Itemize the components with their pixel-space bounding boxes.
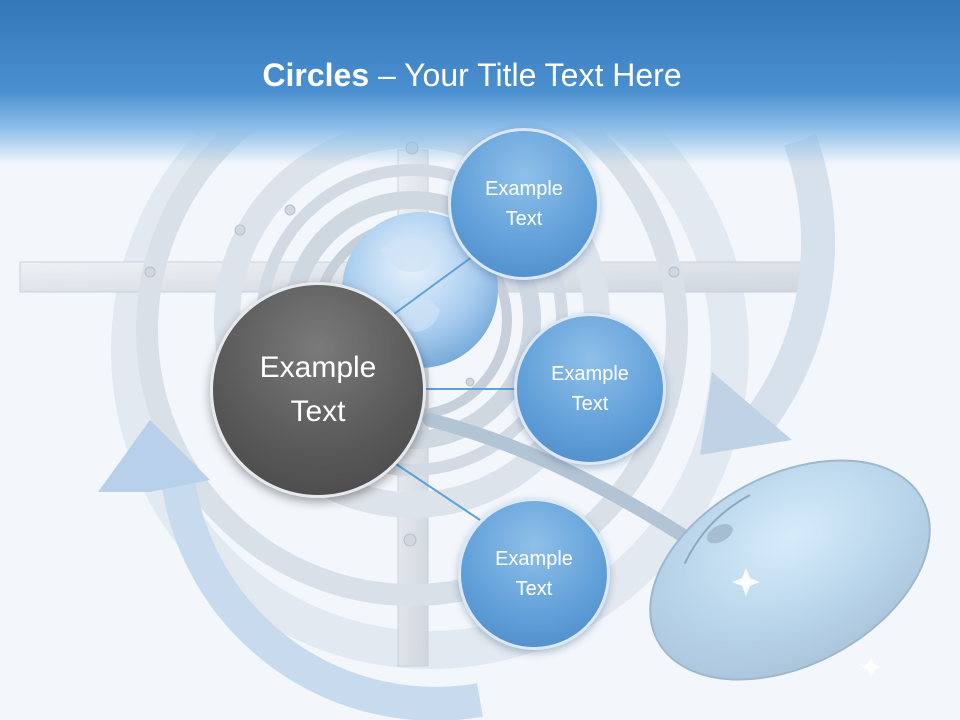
satellite-circle-label: Example Text <box>495 548 573 600</box>
title-bold: Circles <box>262 57 370 93</box>
satellite-circle-label: Example Text <box>551 363 629 415</box>
satellite-circle-2[interactable]: Example Text <box>514 313 666 465</box>
connector-line-3 <box>395 463 481 521</box>
connector-line-1 <box>393 253 477 315</box>
main-circle[interactable]: Example Text <box>210 282 426 498</box>
satellite-circle-1[interactable]: Example Text <box>448 128 600 280</box>
satellite-circle-label: Example Text <box>485 178 563 230</box>
title-rest: – Your Title Text Here <box>369 57 682 93</box>
main-circle-label: Example Text <box>259 351 377 428</box>
satellite-circle-3[interactable]: Example Text <box>458 498 610 650</box>
slide-title: Circles – Your Title Text Here <box>0 52 944 98</box>
title-bar <box>0 0 960 165</box>
